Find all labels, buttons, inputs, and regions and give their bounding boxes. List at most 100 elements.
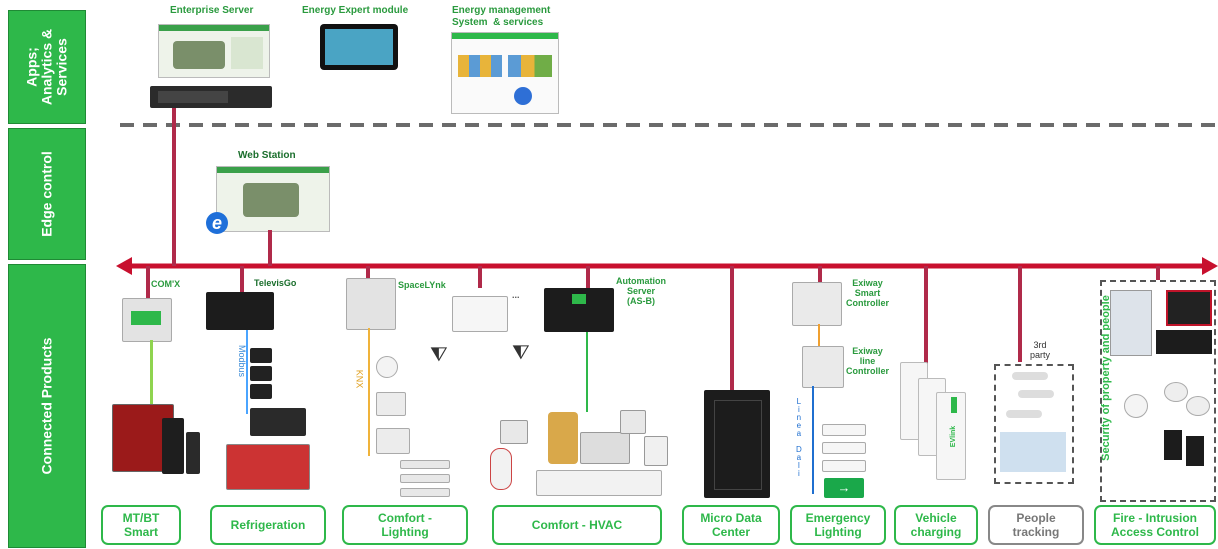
- power-meter: [620, 410, 646, 434]
- category-people-tracking: People tracking: [988, 505, 1084, 545]
- emergency-light-2: [822, 442, 866, 454]
- web-station-label: Web Station: [238, 150, 296, 161]
- web-station-screen: [216, 166, 330, 232]
- category-mt-bt-smart: MT/BT Smart: [101, 505, 181, 545]
- layer-connected-products: Connected Products: [8, 264, 86, 548]
- category-comfort-hvac: Comfort - HVAC: [492, 505, 662, 545]
- energy-expert-label: Energy Expert module: [302, 5, 409, 16]
- riser-exiway: [818, 266, 822, 284]
- riser-ev-charging: [924, 266, 928, 364]
- enterprise-server-label: Enterprise Server: [170, 5, 254, 16]
- controller-display-3: [250, 384, 272, 399]
- modbus-label: Modbus: [237, 344, 248, 378]
- riser-people-tracking: [1018, 266, 1022, 362]
- layer-edge-control: Edge control: [8, 128, 86, 260]
- category-refrigeration: Refrigeration: [210, 505, 326, 545]
- riser-web-station: [268, 230, 272, 266]
- modbus-link: [246, 330, 248, 414]
- room-thermostat: [500, 420, 528, 444]
- linea-dali-label: L i n e a D a l i: [796, 397, 802, 478]
- emergency-light-1: [822, 424, 866, 436]
- layer-apps-label: Apps; Analytics & Services: [23, 28, 70, 106]
- light-tube-2: [400, 474, 450, 483]
- emergency-light-3: [822, 460, 866, 472]
- televisgo-device: [206, 292, 274, 330]
- card-reader-1: [1164, 430, 1182, 460]
- riser-comx: [146, 266, 150, 300]
- energy-management-report: [451, 32, 559, 114]
- wireless-icon-left: ⧨: [430, 344, 448, 366]
- layer-edge-label: Edge control: [38, 151, 55, 237]
- thermometer-icon: [490, 448, 512, 490]
- evlink-label: EVlink: [950, 425, 958, 448]
- apps-edge-divider: [120, 123, 1218, 127]
- intrusion-panel: [1166, 290, 1212, 326]
- riser-televisgo: [240, 266, 244, 292]
- exiway-line-controller: [802, 346, 844, 388]
- wireless-icon-right: ⧨: [512, 342, 530, 364]
- category-fire-intrusion-access: Fire - Intrusion Access Control: [1094, 505, 1216, 545]
- exit-sign-icon: →: [824, 478, 864, 498]
- riser-enterprise-server: [172, 108, 176, 266]
- lighting-module-2: [376, 428, 410, 454]
- router-ellipsis: ...: [512, 290, 520, 300]
- ups-device: [186, 432, 200, 474]
- comx-device: [122, 298, 172, 342]
- light-tube-3: [400, 488, 450, 497]
- riser-router: [478, 266, 482, 288]
- enterprise-server-screen: [158, 24, 270, 78]
- knx-link: [368, 328, 370, 456]
- knx-label: KNX: [354, 369, 365, 389]
- exiway-smart-label: Exiway Smart Controller: [846, 278, 890, 308]
- riser-security: [1156, 266, 1160, 280]
- wireless-router: [452, 296, 508, 332]
- spacelynk-device: [346, 278, 396, 330]
- energy-expert-tablet: [320, 24, 398, 70]
- smoke-detector: [1124, 394, 1148, 418]
- air-handling-unit: [536, 470, 662, 496]
- riser-automation-server: [586, 266, 590, 288]
- category-emergency-lighting: Emergency Lighting: [790, 505, 886, 545]
- refrigeration-controller: [250, 408, 306, 436]
- controller-display-2: [250, 366, 272, 381]
- presence-sensor: [376, 356, 398, 378]
- spacelynk-label: SpaceLYnk: [398, 280, 446, 290]
- comx-label: COM'X: [151, 279, 181, 289]
- security-group: [1100, 280, 1216, 502]
- category-micro-data-center: Micro Data Center: [682, 505, 780, 545]
- people-tracking-group: [994, 364, 1074, 484]
- hvac-link: [586, 332, 588, 412]
- valve-actuator: [548, 412, 578, 464]
- tracking-sensor-3: [1006, 410, 1042, 418]
- hvac-cabinet: [644, 436, 668, 466]
- communication-bus-arrow: [116, 257, 1218, 275]
- riser-spacelynk: [366, 266, 370, 278]
- televisgo-label: TelevisGo: [254, 278, 297, 288]
- light-tube-1: [400, 460, 450, 469]
- comx-link: [150, 340, 153, 408]
- automation-server-device: [544, 288, 614, 332]
- ev-charger-3: EVlink: [936, 392, 966, 480]
- exiway-line-label: Exiway line Controller: [846, 346, 890, 376]
- enterprise-server-rack: [150, 86, 272, 108]
- third-party-label: 3rd party: [1030, 340, 1051, 360]
- card-reader-2: [1186, 436, 1204, 466]
- dali-link: [812, 386, 814, 494]
- fire-panel: [1110, 290, 1152, 356]
- automation-server-label: Automation Server (AS-B): [616, 276, 666, 306]
- video-recorder: [1156, 330, 1212, 354]
- energy-management-label: Energy management System & services: [452, 5, 551, 28]
- dome-camera-2: [1186, 396, 1210, 416]
- layer-connected-label: Connected Products: [38, 337, 55, 475]
- tracking-sensor-2: [1018, 390, 1054, 398]
- category-comfort-lighting: Comfort - Lighting: [342, 505, 468, 545]
- refrigerated-display-case: [226, 444, 310, 490]
- lighting-module-1: [376, 392, 406, 416]
- controller-display-1: [250, 348, 272, 363]
- crowd-photo: [1000, 432, 1066, 472]
- category-vehicle-charging: Vehicle charging: [894, 505, 978, 545]
- exiway-smart-controller: [792, 282, 842, 326]
- layer-apps: Apps; Analytics & Services: [8, 10, 86, 124]
- hvac-controller: [580, 432, 630, 464]
- tracking-sensor-1: [1012, 372, 1048, 380]
